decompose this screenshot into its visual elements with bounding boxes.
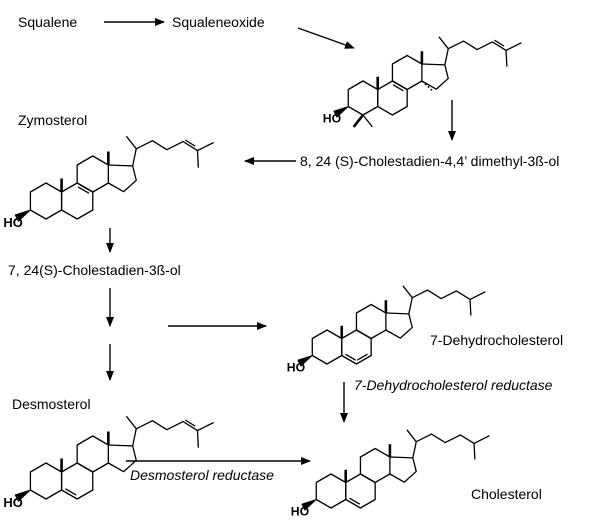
- label-7-dehydrocholesterol: 7-Dehydrocholesterol: [430, 332, 564, 348]
- label-dhcr24-enzyme: Desmosterol reductase: [130, 467, 274, 483]
- structure-7-dehydrocholesterol-hydroxyl-label: HO: [287, 361, 305, 375]
- label-zymosterol: Zymosterol: [18, 112, 88, 128]
- label-squaleneoxide: Squaleneoxide: [172, 14, 265, 30]
- label-dhcr7-enzyme: 7-Dehydrocholesterol reductase: [354, 377, 553, 393]
- structure-lanosterol-intermediate: HO: [323, 36, 522, 128]
- structure-zymosterol: HO: [3, 135, 214, 230]
- label-cholestadienol: 7, 24(S)-Cholestadien-3ß-ol: [8, 262, 181, 278]
- label-cholesterol: Cholesterol: [471, 486, 542, 502]
- label-squalene: Squalene: [18, 14, 78, 30]
- structure-desmosterol: HO: [3, 415, 214, 510]
- structure-lanosterol-intermediate-hydroxyl-label: HO: [323, 112, 341, 126]
- label-dimethyl-cholestadienol: 8, 24 (S)-Cholestadien-4,4’ dimethyl-3ß-…: [300, 153, 560, 169]
- arrow-squaleneoxide-to-lanosterol: [297, 27, 355, 49]
- structure-cholesterol-hydroxyl-label: HO: [291, 505, 309, 519]
- structure-7-dehydrocholesterol: HO: [287, 285, 486, 375]
- label-desmosterol: Desmosterol: [12, 396, 91, 412]
- structure-desmosterol-hydroxyl-label: HO: [3, 495, 22, 510]
- structure-cholesterol: HO: [291, 429, 490, 519]
- structure-zymosterol-hydroxyl-label: HO: [3, 215, 22, 230]
